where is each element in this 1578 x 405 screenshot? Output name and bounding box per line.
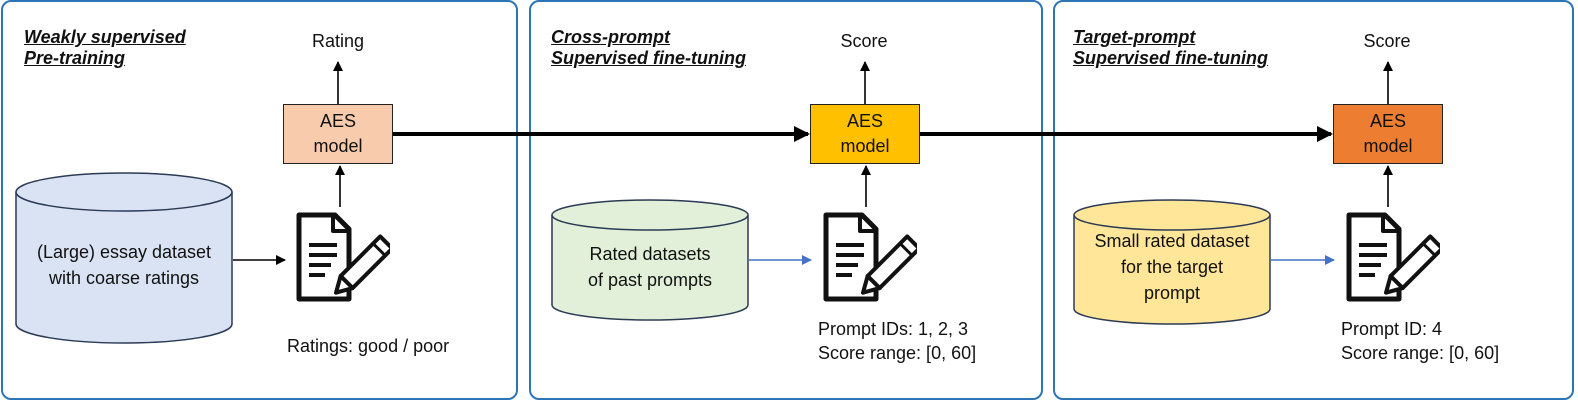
note-line1: Prompt ID: 4 [1341, 319, 1443, 339]
cylinder-shape [551, 199, 749, 321]
aes-model-box-pretraining: AES model [283, 104, 393, 164]
aes-model-box-cross-prompt: AES model [810, 104, 920, 164]
stage-title-cross-prompt: Cross-prompt Supervised fine-tuning [551, 27, 746, 69]
output-label-rating: Rating [311, 31, 365, 51]
stage-title-line1: Cross-prompt [551, 27, 671, 47]
aes-model-box-target-prompt: AES model [1333, 104, 1443, 164]
cylinder-shape [1073, 199, 1271, 325]
output-label-score: Score [840, 31, 888, 51]
prompt-note-target: Prompt ID: 4 Score range: [0, 60] [1341, 317, 1499, 365]
document-with-pencil-icon [812, 207, 922, 312]
dataset-label: (Large) essay dataset with coarse rating… [36, 242, 212, 288]
stage-title-pretraining: Weakly supervised Pre-training [24, 27, 186, 69]
stage-panel-cross-prompt [529, 0, 1043, 400]
document-with-pencil-icon [1335, 207, 1445, 312]
note-line1: Ratings: good / poor [287, 336, 450, 356]
note-line2: Score range: [0, 60] [818, 343, 977, 363]
prompt-note-cross: Prompt IDs: 1, 2, 3 Score range: [0, 60] [818, 317, 976, 365]
stage-title-target-prompt: Target-prompt Supervised fine-tuning [1073, 27, 1268, 69]
stage-title-line2: Pre-training [24, 48, 126, 68]
dataset-cylinder-past-prompts: Rated datasets of past prompts [551, 199, 749, 321]
dataset-cylinder-target-prompt: Small rated dataset for the target promp… [1073, 199, 1271, 325]
stage-panel-target-prompt [1053, 0, 1574, 400]
stage-title-line2: Supervised fine-tuning [551, 48, 747, 68]
note-line1: Prompt IDs: 1, 2, 3 [818, 319, 969, 339]
stage-title-line2: Supervised fine-tuning [1073, 48, 1269, 68]
stage-title-line1: Weakly supervised [24, 27, 186, 47]
document-with-pencil-icon [285, 207, 395, 312]
dataset-label: Small rated dataset for the target promp… [1094, 231, 1250, 303]
dataset-label: Rated datasets of past prompts [587, 244, 713, 290]
stage-title-line1: Target-prompt [1073, 27, 1196, 47]
note-line2: Score range: [0, 60] [1341, 343, 1500, 363]
output-label-score: Score [1363, 31, 1411, 51]
cylinder-shape [15, 172, 233, 344]
dataset-cylinder-large-essay: (Large) essay dataset with coarse rating… [15, 172, 233, 344]
ratings-note: Ratings: good / poor [287, 334, 449, 358]
